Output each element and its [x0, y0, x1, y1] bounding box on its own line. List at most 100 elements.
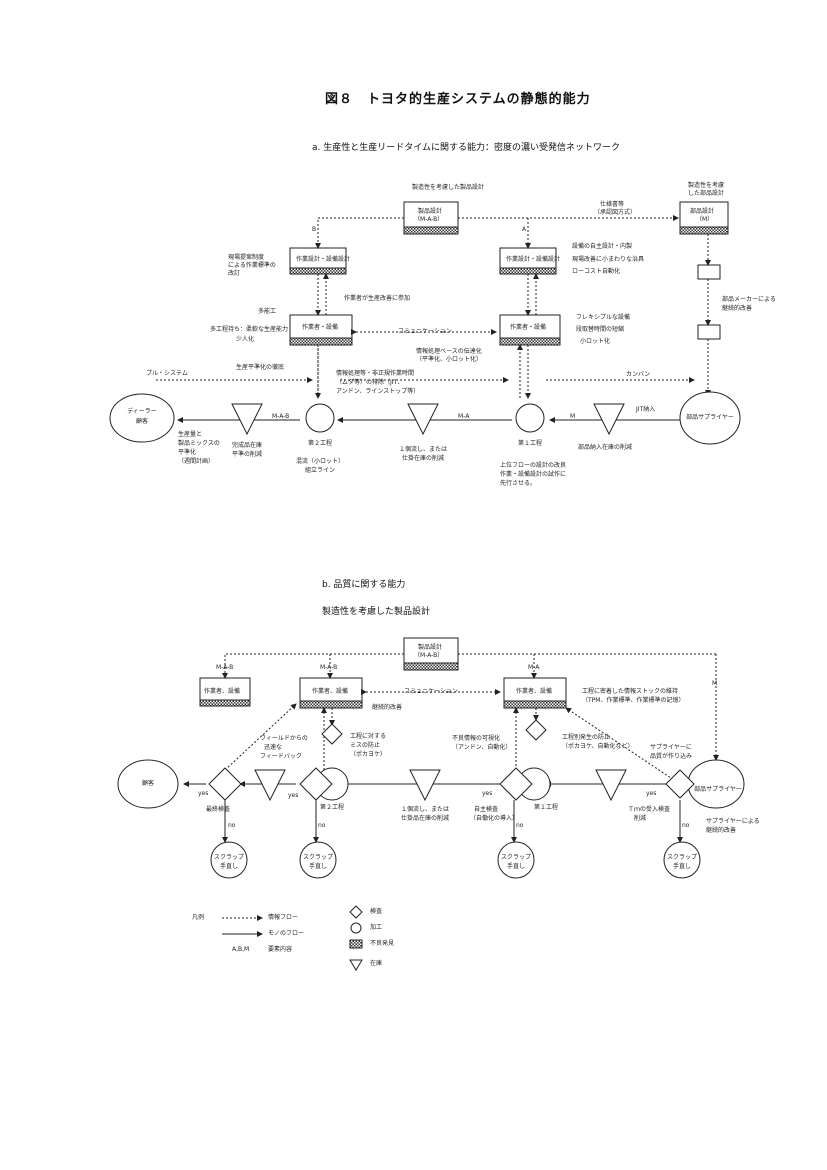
left-improve-note3: 改訂	[228, 270, 241, 277]
supplier-dfm-note2: した部品設計	[688, 190, 725, 197]
upstream3: 先行させる。	[500, 480, 537, 487]
left-improve-note1: 現場提案制度	[228, 254, 265, 261]
legend-graphics	[222, 905, 363, 971]
b-supplier-in1: サプライヤーに	[650, 744, 692, 751]
b-no-3: no	[516, 822, 524, 829]
b-yes-1: yes	[198, 790, 209, 797]
left-workers-label: 作業者・設備	[302, 324, 339, 331]
supplier-note1: 部品メーカーによる	[722, 296, 776, 303]
inventory-triangle	[407, 403, 439, 436]
legend-processing: 加工	[370, 924, 383, 931]
poka-diamond	[525, 719, 547, 741]
b-supplier-node	[687, 759, 745, 809]
b-prevent2: （ポカヨケ、自動化など）	[562, 743, 634, 750]
fg-stock1: 完成品在庫	[231, 442, 263, 449]
legend-material-flow: モノのフロー	[268, 930, 305, 937]
left-note2: 製品ミックスの	[178, 440, 220, 447]
label-a-top: A	[522, 226, 527, 233]
b-vis1: 不良情報の可視化	[452, 735, 501, 742]
raw-inventory: 部品納入在庫の削減	[578, 444, 633, 451]
b-supp-kaizen2: 継続的改善	[706, 827, 737, 834]
b-final-insp: 最終検査	[206, 806, 231, 813]
dealer-node	[109, 393, 175, 443]
label-mab: M-A-B	[272, 413, 290, 420]
flow-note1: 情報処理ベースの伝達化	[416, 348, 482, 355]
mixed-line1: 混流（小ロット）	[295, 458, 345, 465]
b-label-mab-mid: M-A-B	[320, 664, 338, 671]
fg-stock2: 平準の削減	[231, 451, 263, 458]
wip1: １個流し、または	[398, 446, 448, 453]
b-wip2: 仕掛品在庫の削減	[400, 815, 450, 822]
upstream1: 上位フローの設計の改良	[500, 462, 567, 469]
b-supplier-label: 部品サプライヤー	[694, 786, 742, 793]
heijunka-label: 生産平準化の徹底	[236, 364, 285, 371]
supplier-label: 部品サプライヤー	[686, 414, 734, 421]
b-yes-3: yes	[482, 790, 493, 797]
b-communication: コミュニケーション	[404, 688, 458, 695]
jit-note3: 小ロット化	[580, 338, 611, 345]
communication-label: コミュニケーション	[398, 328, 452, 335]
dfm-note: 製造性を考慮した製品設計	[412, 184, 485, 191]
left-note3: 平準化	[178, 449, 197, 456]
b-feedback1: フィールドからの	[260, 735, 308, 742]
b-no-4: no	[682, 822, 690, 829]
b-feedback2: 迅速な	[264, 744, 283, 751]
left-note4: （週間計画）	[178, 458, 215, 465]
jidoka-note1: 設備の自主設計・内製	[572, 243, 633, 250]
b-kaizen-note: 継続的改善	[372, 704, 403, 711]
multi-skill: 多能工	[258, 308, 277, 315]
b-product-design-code: （M-A-B）	[414, 652, 444, 659]
multi-skill-note1: 多工程持ち：柔軟な生産能力	[210, 326, 289, 333]
kanban-label: カンバン	[626, 371, 651, 378]
right-workers-label: 作業者・設備	[510, 324, 547, 331]
inventory-triangle	[231, 403, 263, 436]
b-right-box-label: 作業者、設備	[516, 688, 553, 695]
supplier-node	[679, 391, 741, 445]
b-customer-label: 顧客	[141, 780, 155, 787]
wip2: 仕掛在庫の削減	[401, 455, 445, 462]
multi-skill-note2: 少人化	[236, 336, 255, 343]
supplier-dfm-note1: 製造性を考慮	[688, 182, 725, 189]
jit-delivery-label: JIT納入	[636, 406, 656, 413]
scrap-node	[299, 841, 337, 879]
b-scrap1-c: スクラップ	[500, 854, 532, 861]
section-b-heading: b. 品質に関する能力	[322, 580, 406, 590]
legend-abm-desc: 要素内容	[268, 946, 293, 953]
label-m: M	[570, 413, 576, 420]
b-scrap2-c: 手直し	[506, 863, 526, 870]
left-note1: 生産量と	[178, 431, 203, 438]
inspection-diamond	[665, 769, 695, 799]
jidoka-note2: 現場改善に小まわりな治具	[572, 256, 645, 263]
b-poka3: （ポカヨケ）	[350, 751, 387, 758]
b-supp-kaizen1: サプライヤーによる	[706, 818, 760, 825]
spec-tag: 仕様書等	[600, 201, 625, 208]
b-recv1: Ｔｍの受入検査	[628, 806, 671, 813]
legend-info-flow: 情報フロー	[268, 914, 299, 921]
section-a-heading: a. 生産性と生産リードタイムに関する能力：密度の濃い受発信ネットワーク	[312, 143, 621, 153]
b-self-insp1: 自主検査	[474, 806, 499, 813]
product-design-code: （M-A-B）	[414, 216, 444, 223]
muda-note2: （ムダ等）の排除（JIT、	[336, 379, 404, 386]
b-vis2: （アンドン、自動化）	[452, 744, 512, 751]
process1-node	[515, 403, 545, 433]
b-root1: 工程に密着した情報ストックの維持	[582, 688, 679, 695]
b-supplier-in2: 品質が作り込み	[650, 753, 693, 760]
spec-sub: （承認図方式）	[594, 209, 637, 216]
b-poka1: 工程に対する	[350, 733, 387, 740]
b-scrap1-d: スクラップ	[666, 854, 698, 861]
legend-defect: 不良発見	[370, 940, 395, 947]
dealer-sub: 顧客	[135, 418, 149, 425]
label-ma: M-A	[458, 413, 470, 420]
b-label-ma: M-A	[528, 664, 540, 671]
jit-note1: フレキシブルな設備	[576, 314, 631, 321]
supplier-note2: 継続的改善	[722, 305, 753, 312]
process2-label: 第２工程	[307, 440, 333, 447]
b-no-1: no	[228, 822, 236, 829]
scrap-node	[210, 841, 248, 879]
left-work-design-label: 作業設計・設備設計	[296, 256, 351, 263]
b-process1-label: 第１工程	[533, 804, 559, 811]
b-left-small-box-label: 作業者、設備	[204, 688, 241, 695]
legend-abm: A,B,M	[232, 946, 250, 953]
jidoka-note3: ローコスト自動化	[572, 268, 621, 275]
